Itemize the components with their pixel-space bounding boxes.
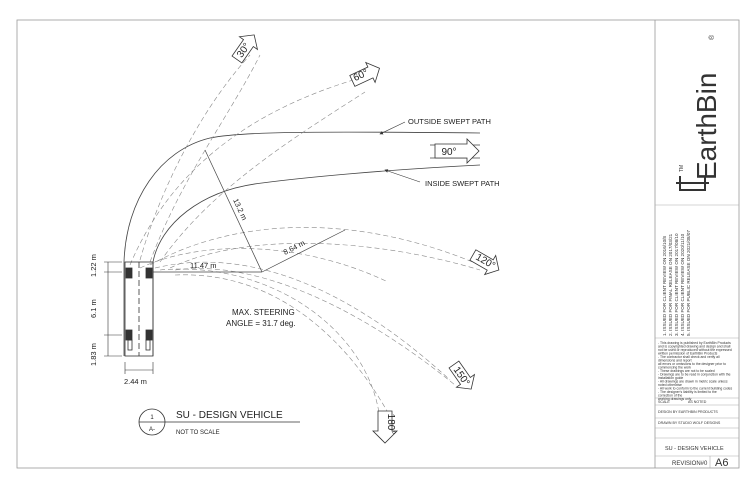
revision-2: 2. ISSUED FOR FINAL RELEASE ON 2017/03/2… <box>668 233 673 336</box>
drawn-by: DRAWN BY STUDIO WOLF DESIGNS <box>658 421 721 425</box>
note-line: - All drawings are drawn in metric scale… <box>658 380 728 384</box>
revision-number: REVISION#0 <box>672 461 708 467</box>
outside-path-label: OUTSIDE SWEPT PATH <box>408 117 491 126</box>
dim-outer-radius: 13.2 m <box>231 197 249 222</box>
radial-guides <box>129 54 481 421</box>
vehicle <box>124 261 154 357</box>
callout-sheet: A- <box>149 427 155 433</box>
callout-subtitle: NOT TO SCALE <box>176 430 220 436</box>
note-line: and is copyrighted drawing and design an… <box>658 345 731 349</box>
note-line: - This drawing is published by EarthBin … <box>658 341 731 345</box>
bin-icon <box>676 176 709 191</box>
rear-wheel-right <box>145 329 153 341</box>
arrow-180 <box>372 410 398 444</box>
max-steering-label: MAX. STEERING <box>232 308 295 317</box>
revision-4: 4. ISSUED FOR CLIENT REVIEW ON 2020/11/1… <box>680 233 685 336</box>
angle-arrows <box>231 34 500 444</box>
callout-title: SU - DESIGN VEHICLE <box>176 410 283 421</box>
vehicle-dimensions <box>104 261 154 374</box>
arrow-120 <box>469 249 500 276</box>
note-line: noted otherwise <box>658 383 682 387</box>
scale-label: SCALE <box>658 400 670 404</box>
detail-callout: 1 A- SU - DESIGN VEHICLE NOT TO SCALE <box>138 408 300 436</box>
note-line: - The contractor shall check and verify … <box>658 355 720 359</box>
front-wheel-left <box>125 267 133 279</box>
revision-3: 3. ISSUED FOR CLIENT REVIEW ON 2017/08/1… <box>674 233 679 336</box>
revision-1: 1. ISSUED FOR CLIENT REVIEW ON 2016/10/8 <box>662 236 667 336</box>
note-line: installation guide <box>658 376 683 380</box>
brand-logo: EarthBin ® TM <box>676 34 722 191</box>
note-line: - These drawings are not to be scaled <box>658 369 715 373</box>
scale-value: AS NOTED <box>688 400 707 404</box>
inside-path-label: INSIDE SWEPT PATH <box>425 179 500 188</box>
steering-angle-label: ANGLE = 31.7 deg. <box>226 319 296 328</box>
brand-name: EarthBin <box>691 73 722 180</box>
design-by: DESIGN BY EARTHBIN PRODUCTS <box>658 410 718 414</box>
dim-front-overhang: 1.22 m <box>89 254 98 277</box>
arrow-60 <box>349 61 380 87</box>
sheet-border <box>16 19 740 469</box>
note-line: correction of the <box>658 394 682 398</box>
callout-number: 1 <box>150 415 154 421</box>
dim-offset: 11.47 m <box>190 261 217 270</box>
rear-wheel-left <box>125 329 133 341</box>
dim-inner-radius: 8.64 m <box>282 238 307 256</box>
dim-rear-overhang: 1.83 m <box>89 343 98 366</box>
note-line: dimensions and report <box>658 359 692 363</box>
arrow-30 <box>231 34 259 64</box>
title-block <box>655 204 739 468</box>
outside-swept-path <box>123 131 481 356</box>
leaders <box>379 121 421 183</box>
note-line: not be used or reproduced without the ex… <box>658 348 732 352</box>
revision-5: 5. ISSUED FOR PUBLIC RELEASE ON 2021/08/… <box>686 230 691 336</box>
brand-registered-mark: ® <box>708 34 716 40</box>
sheet-title: SU - DESIGN VEHICLE <box>665 446 724 452</box>
note-line: - Drawings are to be read in conjunction… <box>658 373 731 377</box>
arrow-150 <box>448 360 476 390</box>
arrow-90 <box>434 138 480 164</box>
dim-width: 2.44 m <box>124 377 147 386</box>
note-line: all errors or omissions to the designer … <box>658 362 726 366</box>
note-line: - The designer's liability is limited to… <box>658 390 717 394</box>
inside-swept-path <box>152 164 481 356</box>
sheet-number: A6 <box>715 457 728 469</box>
note-line: - All work to conform to the current bui… <box>658 387 733 391</box>
note-line: written permission of EarthBin Products <box>658 352 718 356</box>
front-wheel-right <box>145 267 153 279</box>
note-line: working drawings only <box>658 397 692 401</box>
angle-label-180: 180° <box>385 414 396 435</box>
brand-tm-mark: TM <box>679 165 685 172</box>
radius-dimensions <box>153 149 346 273</box>
dim-wheelbase: 6.1 m <box>89 299 98 318</box>
angle-label-90: 90° <box>441 147 456 158</box>
note-line: commencing the work <box>658 366 691 370</box>
